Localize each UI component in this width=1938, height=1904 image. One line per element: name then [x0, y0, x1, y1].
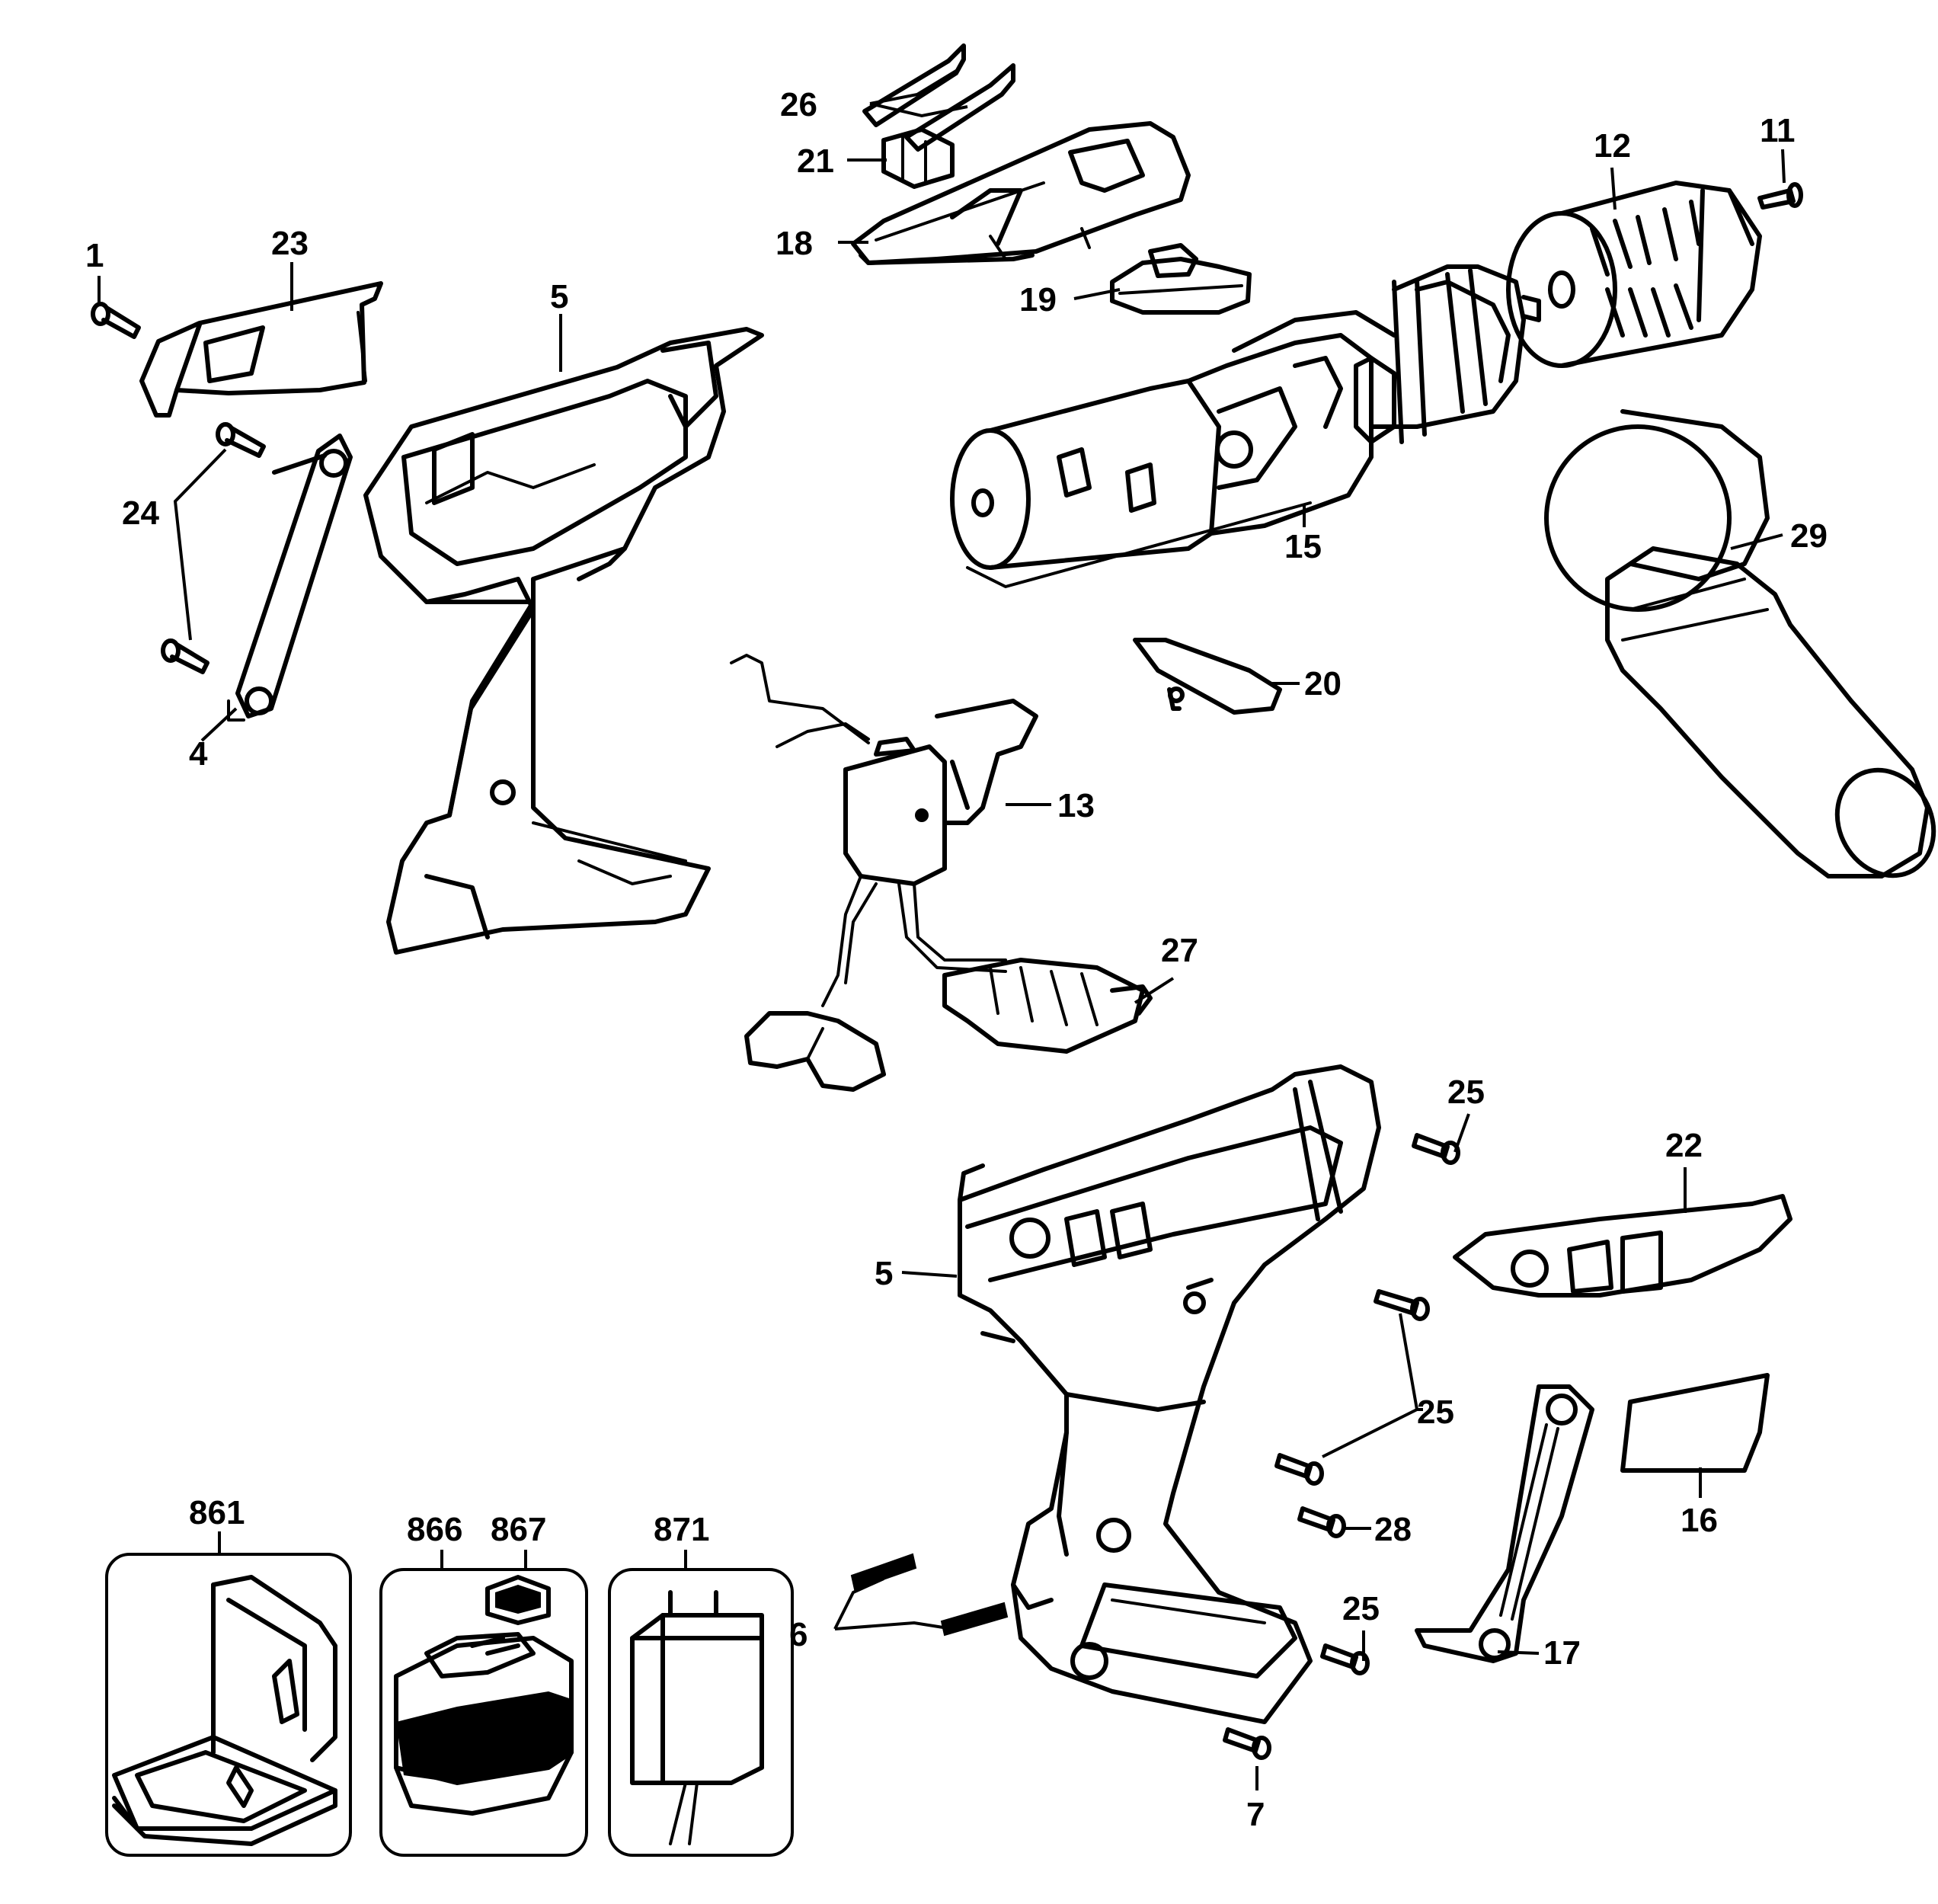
part-5-housing-right-half: [958, 1064, 1381, 1724]
part-21-clip: [881, 127, 955, 189]
label-part-26: 26: [780, 86, 817, 123]
part-7-screw: [1223, 1727, 1271, 1760]
part-number-labels: 1 23 24 4 5 26 21 18 19 12 11 15 29 20 1…: [85, 86, 1828, 1833]
part-26-bits: [862, 43, 1015, 152]
label-part-6: 6: [789, 1616, 808, 1653]
label-part-23: 23: [271, 225, 309, 262]
part-15-motor-gearbox: [950, 264, 1541, 588]
label-part-12: 12: [1594, 127, 1631, 165]
label-part-18: 18: [776, 225, 813, 262]
label-part-15: 15: [1284, 528, 1322, 565]
part-867-battery-cap: [485, 1575, 551, 1625]
label-part-867: 867: [491, 1511, 546, 1548]
label-part-11: 11: [1760, 112, 1796, 149]
part-29-side-handle: [1544, 409, 1936, 878]
part-871-charger: [608, 1568, 794, 1857]
label-part-25-middle: 25: [1417, 1394, 1454, 1431]
part-17-link-arm: [1415, 1384, 1594, 1663]
leader-lines: [98, 67, 1786, 1790]
label-part-17: 17: [1543, 1634, 1581, 1672]
part-25-screw-upper: [1412, 1133, 1460, 1165]
label-part-20: 20: [1304, 665, 1342, 702]
part-1-screw: [91, 302, 141, 339]
label-part-25-upper: 25: [1447, 1074, 1485, 1111]
label-part-861: 861: [189, 1494, 245, 1531]
part-24-pins: [161, 422, 266, 674]
label-part-28: 28: [1374, 1511, 1412, 1548]
part-13-switch-wires: [730, 654, 1038, 1092]
part-6-springs: [850, 1553, 1009, 1637]
label-part-871: 871: [654, 1511, 709, 1548]
part-27-terminal-block: [942, 958, 1153, 1054]
part-5-housing-left-half: [363, 327, 764, 955]
part-19-switch-button: [1110, 243, 1252, 315]
label-part-866: 866: [407, 1511, 462, 1548]
part-18-bit-holder: [851, 121, 1191, 265]
label-part-29: 29: [1790, 517, 1828, 555]
label-part-5-upper: 5: [550, 278, 568, 315]
part-22-side-cover: [1453, 1194, 1792, 1298]
part-866-battery: [379, 1568, 588, 1857]
part-16-label: [1620, 1373, 1770, 1473]
label-part-1: 1: [85, 237, 104, 274]
label-part-24: 24: [122, 494, 159, 532]
label-part-13: 13: [1057, 787, 1095, 824]
label-part-16: 16: [1681, 1502, 1718, 1539]
part-20-slider: [1133, 638, 1282, 715]
part-12-chuck: [1506, 181, 1762, 368]
label-part-4: 4: [189, 735, 208, 773]
label-part-5-lower: 5: [875, 1255, 893, 1292]
label-part-22: 22: [1665, 1127, 1703, 1164]
label-part-27: 27: [1161, 932, 1198, 969]
part-23-side-cover: [139, 281, 383, 418]
label-part-21: 21: [797, 142, 834, 180]
part-4-link-bar: [227, 434, 353, 722]
label-part-19: 19: [1019, 281, 1057, 318]
part-861-carrying-case: [105, 1553, 352, 1857]
part-28-screw: [1297, 1506, 1346, 1538]
label-part-25-lower: 25: [1342, 1590, 1380, 1627]
label-part-7: 7: [1246, 1796, 1265, 1833]
part-11-chuck-screw: [1757, 182, 1803, 210]
part-25-screw-lower: [1320, 1643, 1370, 1675]
part-25-screws-middle: [1274, 1289, 1430, 1486]
